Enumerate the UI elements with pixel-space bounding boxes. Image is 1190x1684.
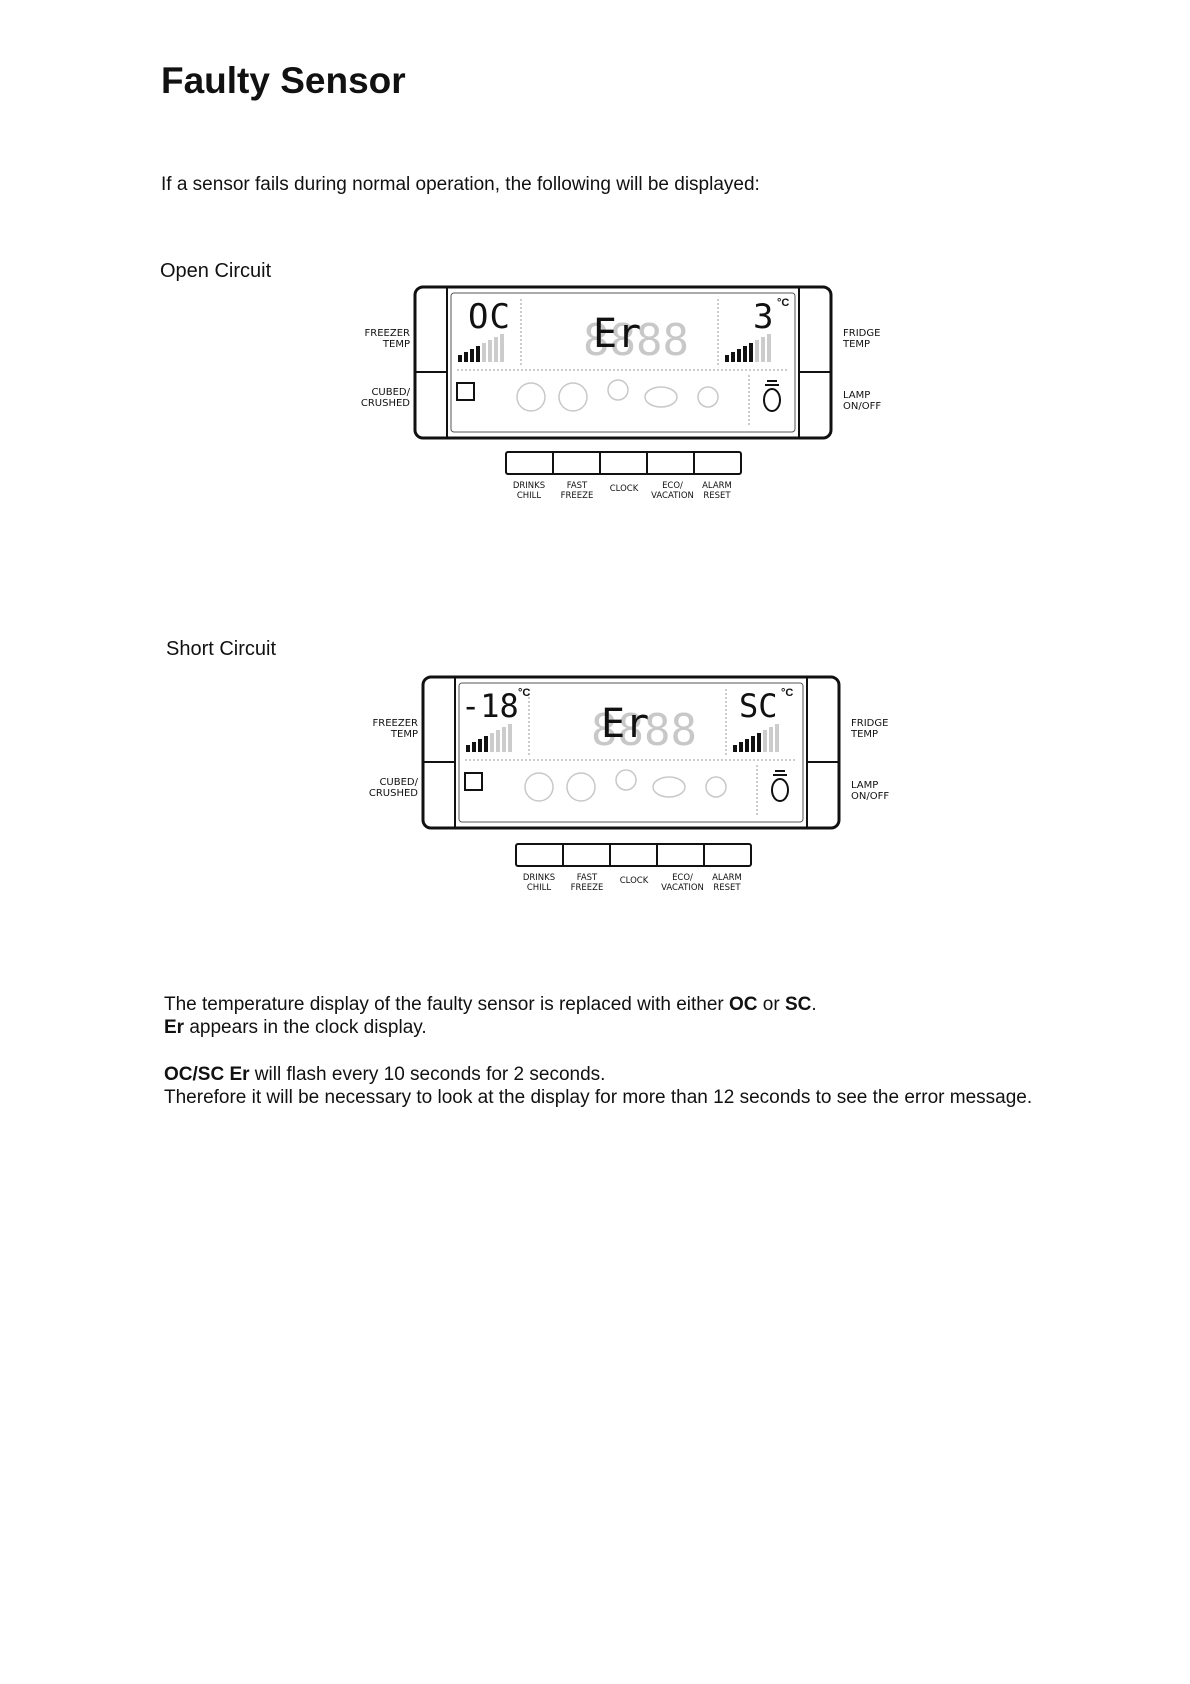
page-title: Faulty Sensor <box>161 60 406 101</box>
fridge-temp-value: SC <box>739 687 778 725</box>
eco-vacation-button[interactable] <box>648 453 695 473</box>
eco-vacation-button[interactable] <box>658 845 705 865</box>
fast-freeze-label: FAST FREEZE <box>560 481 594 501</box>
display-panel-open-circuit: 8888 <box>413 285 833 440</box>
label-freezer-temp: FREEZER TEMP <box>364 328 410 350</box>
label-fridge-temp: FRIDGE TEMP <box>851 718 889 740</box>
clock-button[interactable] <box>601 453 648 473</box>
vacation-icon <box>652 776 686 798</box>
fridge-bar-graph <box>725 334 771 362</box>
eco-vacation-label: ECO/ VACATION <box>661 873 704 893</box>
body-line-2: Er appears in the clock display. <box>164 1016 427 1039</box>
drinks-chill-button[interactable] <box>517 845 564 865</box>
freezer-bar-graph <box>458 334 504 362</box>
eco-vacation-label: ECO/ VACATION <box>651 481 694 501</box>
fridge-unit: °C <box>777 297 790 309</box>
vacation-icon <box>644 386 678 408</box>
fast-freeze-label: FAST FREEZE <box>570 873 604 893</box>
er-term: Er <box>164 1017 185 1038</box>
alarm-reset-label: ALARM RESET <box>712 873 742 893</box>
body-line-1-end: . <box>811 994 817 1015</box>
alarm-icon <box>705 776 727 798</box>
label-cubed-crushed: CUBED/ CRUSHED <box>368 777 418 799</box>
fast-freeze-button[interactable] <box>564 845 611 865</box>
drinks-chill-label: DRINKS CHILL <box>522 873 556 893</box>
freezer-temp-value: OC <box>468 297 511 337</box>
body-line-4: Therefore it will be necessary to look a… <box>164 1087 1033 1108</box>
drinks-chill-button[interactable] <box>507 453 554 473</box>
lcd-display-open-circuit: 8888 <box>413 285 833 440</box>
body-line-3: OC/SC Er will flash every 10 seconds for… <box>164 1063 605 1086</box>
alarm-reset-label: ALARM RESET <box>702 481 732 501</box>
display-panel-short-circuit: 8888 <box>421 675 841 830</box>
drinks-chill-icon <box>524 772 554 802</box>
clock-button[interactable] <box>611 845 658 865</box>
body-line-1-text: The temperature display of the faulty se… <box>164 994 730 1015</box>
button-labels-short-circuit: DRINKS CHILL FAST FREEZE CLOCK ECO/ VACA… <box>510 873 770 899</box>
fast-freeze-icon <box>566 772 596 802</box>
cubed-icon <box>464 772 483 791</box>
clock-value: Er <box>601 701 650 747</box>
body-line-1: The temperature display of the faulty se… <box>164 993 817 1016</box>
label-freezer-temp: FREEZER TEMP <box>372 718 418 740</box>
lamp-icon <box>763 380 781 412</box>
clock-label: CLOCK <box>609 484 639 494</box>
clock-label: CLOCK <box>619 876 649 886</box>
label-lamp-onoff: LAMP ON/OFF <box>851 780 890 802</box>
body-line-1-or: or <box>757 994 785 1015</box>
oc-term: OC <box>729 994 758 1015</box>
clock-value: Er <box>593 311 642 357</box>
clock-icon <box>615 769 637 791</box>
label-cubed-crushed: CUBED/ CRUSHED <box>360 387 410 409</box>
lcd-display-short-circuit: 8888 <box>421 675 841 830</box>
drinks-chill-icon <box>516 382 546 412</box>
body-line-3-text: will flash every 10 seconds for 2 second… <box>249 1064 606 1085</box>
alarm-reset-button[interactable] <box>695 453 740 473</box>
button-bar-short-circuit <box>515 843 752 867</box>
drinks-chill-label: DRINKS CHILL <box>512 481 546 501</box>
sc-term: SC <box>784 994 812 1015</box>
freezer-bar-graph <box>466 724 512 752</box>
clock-icon <box>607 379 629 401</box>
svg-text:8888: 8888 <box>591 705 697 756</box>
alarm-reset-button[interactable] <box>705 845 750 865</box>
fast-freeze-icon <box>558 382 588 412</box>
alarm-icon <box>697 386 719 408</box>
label-fridge-temp: FRIDGE TEMP <box>843 328 881 350</box>
freezer-temp-value: -18 <box>461 687 519 725</box>
fridge-temp-value: 3 <box>753 297 774 337</box>
lamp-icon <box>771 770 789 802</box>
freezer-unit: °C <box>518 687 531 699</box>
intro-text: If a sensor fails during normal operatio… <box>161 174 760 195</box>
oc-sc-er-term: OC/SC Er <box>164 1064 250 1085</box>
svg-text:8888: 8888 <box>583 315 689 366</box>
fridge-bar-graph <box>733 724 779 752</box>
cubed-icon <box>456 382 475 401</box>
section-label-open-circuit: Open Circuit <box>160 260 272 282</box>
fridge-unit: °C <box>781 687 794 699</box>
button-bar-open-circuit <box>505 451 742 475</box>
fast-freeze-button[interactable] <box>554 453 601 473</box>
button-labels-open-circuit: DRINKS CHILL FAST FREEZE CLOCK ECO/ VACA… <box>500 481 760 507</box>
body-line-2-text: appears in the clock display. <box>184 1017 427 1038</box>
label-lamp-onoff: LAMP ON/OFF <box>843 390 882 412</box>
section-label-short-circuit: Short Circuit <box>166 638 277 660</box>
